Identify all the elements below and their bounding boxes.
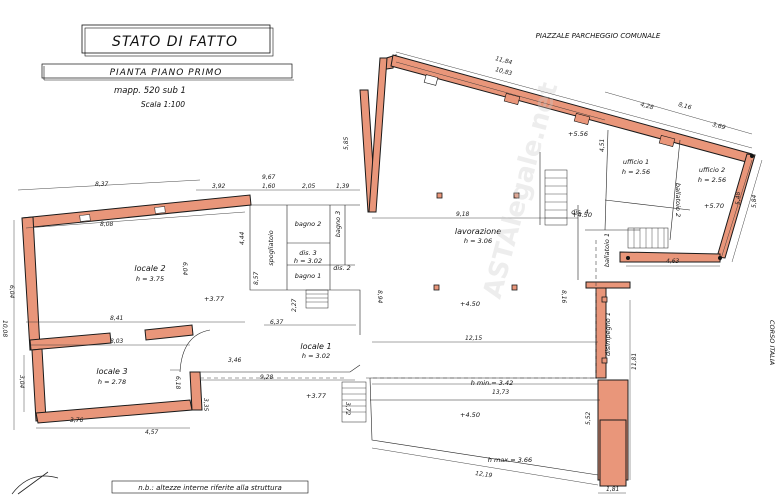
room-dis-2: dis. 2: [333, 264, 351, 272]
room-locale-1-height: h = 3.02: [302, 352, 330, 360]
level-marker: +5.56: [568, 130, 588, 138]
dimension-labels: 8,37 3,92 9,67 1,60 2,05 1,39 8,08 6,04 …: [1, 55, 758, 493]
north-arrow-icon: [11, 471, 59, 495]
mapp-label: mapp. 520 sub 1: [114, 86, 186, 96]
scale-label: Scala 1:100: [141, 100, 185, 109]
dimension-label: 5,52: [585, 411, 592, 425]
dimension-label: 3,46: [228, 357, 242, 364]
dashed-lines: [200, 240, 598, 379]
dimension-label: 9,67: [262, 174, 276, 181]
room-ufficio-1-height: h = 2.56: [622, 168, 650, 176]
dimension-label: 3,35: [202, 398, 209, 412]
dimension-label: 6,37: [270, 319, 284, 326]
title-block: STATO DI FATTO PIANTA PIANO PRIMO mapp. …: [41, 24, 294, 109]
page-title: STATO DI FATTO: [112, 34, 238, 50]
room-lavorazione: lavorazione: [455, 227, 501, 236]
level-marker: +3.77: [306, 392, 327, 400]
dimension-label: 6,04: [181, 262, 188, 276]
room-disimpegno-1: disimpegno 1: [604, 312, 612, 356]
dimension-label: 4,51: [599, 139, 606, 152]
street-top-label: PIAZZALE PARCHEGGIO COMUNALE: [536, 32, 661, 40]
dimension-label: 5,84: [751, 194, 758, 208]
dimension-label: 3,69: [711, 121, 726, 131]
dimension-label: 8,16: [677, 101, 692, 111]
dimension-label: 12,19: [475, 470, 493, 479]
note-box: n.b.: altezze interne riferite alla stru…: [111, 480, 309, 494]
dimension-label: 3,92: [212, 183, 226, 190]
level-marker: +4.50: [460, 300, 480, 308]
level-markers: +3.77 +3.77 +4.50 +4.50 +4.50 +5.56 +5.7…: [204, 130, 724, 419]
dimension-label: 8,16: [560, 290, 567, 304]
street-right-label: CORSO ITALIA: [768, 320, 776, 365]
dimension-label: 8,57: [253, 271, 260, 285]
note-text: n.b.: altezze interne riferite alla stru…: [138, 484, 282, 492]
dimension-label: 8,37: [95, 181, 109, 188]
dimension-label: 5,85: [343, 136, 350, 150]
dimension-label: 11,81: [631, 353, 638, 370]
room-bagno-2: bagno 2: [295, 220, 322, 228]
room-ballatoio-2: ballatoio 2: [674, 183, 682, 217]
interior-lines: [179, 129, 691, 476]
dimension-label: 11,84: [494, 55, 513, 66]
pillars: [433, 192, 608, 364]
dimension-label: 3,72: [344, 402, 351, 416]
level-marker: +3.77: [204, 295, 225, 303]
dimension-label: 8,41: [110, 315, 123, 322]
window-marks: [79, 74, 676, 222]
room-locale-2-height: h = 3.75: [136, 275, 164, 283]
watermark: ASTAlegale.net: [478, 79, 565, 302]
room-locale-3-height: h = 2.78: [98, 378, 126, 386]
room-dis-3: dis. 3: [299, 249, 317, 257]
room-bagno-1: bagno 1: [295, 272, 322, 280]
dimension-label: 12,15: [465, 335, 482, 342]
room-ufficio-1: ufficio 1: [623, 158, 649, 166]
dimension-label: 1,39: [336, 183, 350, 190]
dimension-label: 4,57: [145, 429, 159, 436]
dimension-label: 6,04: [8, 285, 15, 299]
dimension-label: 13,73: [492, 389, 509, 396]
level-marker: +4.50: [460, 411, 480, 419]
room-dis-3-height: h = 3.02: [294, 257, 322, 265]
dimension-label: 3,04: [18, 375, 25, 389]
room-ballatoio-1: ballatoio 1: [603, 233, 611, 267]
room-labels: locale 2 h = 3.75 locale 3 h = 2.78 loca…: [96, 158, 726, 464]
dimension-label: 10,83: [494, 66, 513, 77]
dimension-label: 1,60: [262, 183, 276, 190]
dimension-label: 9,28: [260, 374, 274, 381]
room-dis-4: dis. 4: [571, 208, 589, 216]
dimension-label: 8,94: [376, 290, 383, 304]
room-locale-2: locale 2: [134, 264, 165, 273]
height-max-label: h max.= 3.66: [488, 456, 532, 464]
height-min-label: h min.= 3.42: [471, 379, 514, 387]
dimension-label: 8,03: [110, 338, 124, 345]
level-marker: +4.50: [572, 211, 592, 219]
page-subtitle: PIANTA PIANO PRIMO: [110, 68, 223, 78]
dimension-label: 2,27: [291, 298, 298, 312]
dimension-label: 4,44: [239, 231, 246, 245]
corner-points: [626, 154, 754, 260]
room-spogliatoio: spogliatoio: [267, 230, 275, 266]
dimension-lines: [13, 51, 763, 494]
dimension-label: 10,08: [1, 320, 8, 337]
outer-walls: [21, 54, 756, 487]
room-lavorazione-height: h = 3.06: [464, 237, 492, 245]
dimension-label: 8,08: [100, 221, 114, 228]
dimension-label: 5,48: [735, 191, 742, 205]
dimension-label: 4,63: [666, 258, 680, 265]
dimension-label: 2,05: [302, 183, 316, 190]
room-locale-3: locale 3: [96, 367, 127, 376]
room-ufficio-2: ufficio 2: [699, 166, 725, 174]
stairs: [305, 169, 669, 423]
dimension-label: 9,18: [456, 211, 470, 218]
level-marker: +5.70: [704, 202, 724, 210]
room-ufficio-2-height: h = 2.56: [698, 176, 726, 184]
dimension-label: 6,18: [174, 376, 181, 390]
dimension-label: 3,76: [70, 417, 84, 424]
dimension-label: 4,28: [639, 101, 654, 111]
room-locale-1: locale 1: [300, 342, 331, 351]
room-bagno-3: bagno 3: [334, 211, 342, 238]
dimension-label: 1,81: [606, 486, 619, 493]
